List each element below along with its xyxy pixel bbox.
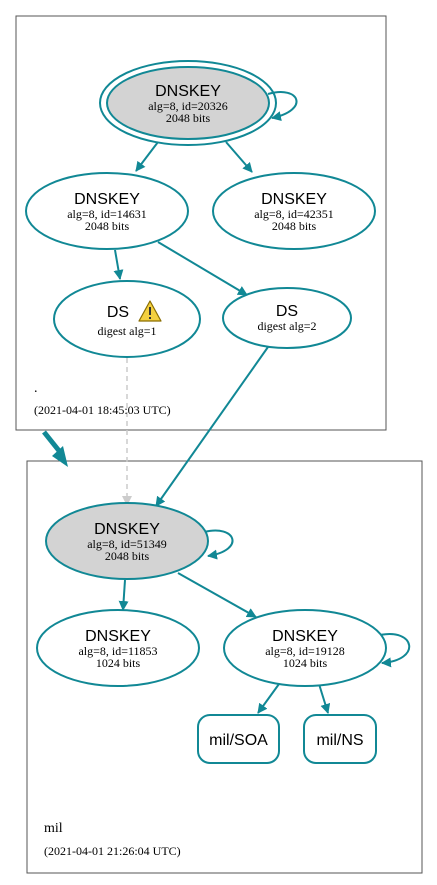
node-detail: digest alg=2 [257, 319, 316, 333]
node-detail: alg=8, id=14631 [67, 207, 147, 221]
node-label: mil/SOA [209, 732, 268, 749]
node-title: DNSKEY [85, 628, 151, 645]
node-root-zsk-2: DNSKEY alg=8, id=42351 2048 bits [212, 172, 376, 250]
node-detail: alg=8, id=51349 [87, 537, 167, 551]
node-root-zsk-1: DNSKEY alg=8, id=14631 2048 bits [25, 172, 189, 250]
zone-mil-name: mil [44, 821, 63, 836]
node-title: DNSKEY [155, 83, 221, 100]
node-title: DS [107, 304, 129, 321]
node-mil-zsk-1: DNSKEY alg=8, id=11853 1024 bits [36, 609, 200, 687]
node-detail: 1024 bits [96, 656, 141, 670]
edge-root-zsk1-to-ds2 [157, 241, 248, 296]
edge-mil-zsk2-self [379, 633, 411, 668]
edge-root-ksk-to-zsk1 [135, 141, 159, 172]
node-label: mil/NS [316, 732, 363, 749]
edge-ds2-to-mil-ksk [155, 346, 269, 507]
edge-root-ksk-self [267, 91, 298, 122]
node-title: DNSKEY [94, 521, 160, 538]
zone-delegation-arrow [42, 430, 68, 467]
zone-mil-box [26, 460, 423, 874]
node-detail: 1024 bits [283, 656, 328, 670]
zone-root-timestamp: (2021-04-01 18:45:03 UTC) [34, 403, 171, 417]
edge-mil-zsk2-to-soa [257, 683, 280, 714]
node-title: DNSKEY [261, 191, 327, 208]
node-title: DNSKEY [74, 191, 140, 208]
edges [113, 91, 411, 714]
node-title: DS [276, 303, 298, 320]
node-mil-zsk-2: DNSKEY alg=8, id=19128 1024 bits [223, 609, 387, 687]
node-mil-ns: mil/NS [303, 714, 377, 764]
node-detail: alg=8, id=19128 [265, 644, 345, 658]
zone-mil-timestamp: (2021-04-01 21:26:04 UTC) [44, 844, 181, 858]
node-detail: digest alg=1 [97, 324, 156, 338]
node-detail: alg=8, id=42351 [254, 207, 334, 221]
edge-mil-ksk-to-zsk2 [177, 572, 257, 618]
warning-icon [138, 300, 162, 322]
zone-root-box [15, 15, 387, 431]
node-detail: 2048 bits [85, 219, 130, 233]
node-ds-1: DS digest alg=1 [53, 280, 201, 358]
node-root-ksk: DNSKEY alg=8, id=20326 2048 bits [99, 60, 277, 146]
node-detail: 2048 bits [272, 219, 317, 233]
node-detail: 2048 bits [105, 549, 150, 563]
edge-mil-zsk2-to-ns [318, 683, 331, 714]
node-mil-ksk: DNSKEY alg=8, id=51349 2048 bits [45, 502, 209, 580]
node-ds-2: DS digest alg=2 [222, 287, 352, 349]
node-detail: alg=8, id=11853 [78, 644, 157, 658]
node-detail: alg=8, id=20326 [148, 99, 228, 113]
node-title: DNSKEY [272, 628, 338, 645]
edge-root-zsk1-to-ds1 [113, 249, 124, 280]
edge-root-ksk-to-zsk2 [225, 141, 253, 173]
zone-root-name: . [34, 381, 38, 396]
edge-mil-ksk-to-zsk1 [118, 579, 129, 611]
edge-mil-ksk-self [203, 529, 234, 560]
node-detail: 2048 bits [166, 111, 211, 125]
node-mil-soa: mil/SOA [197, 714, 280, 764]
